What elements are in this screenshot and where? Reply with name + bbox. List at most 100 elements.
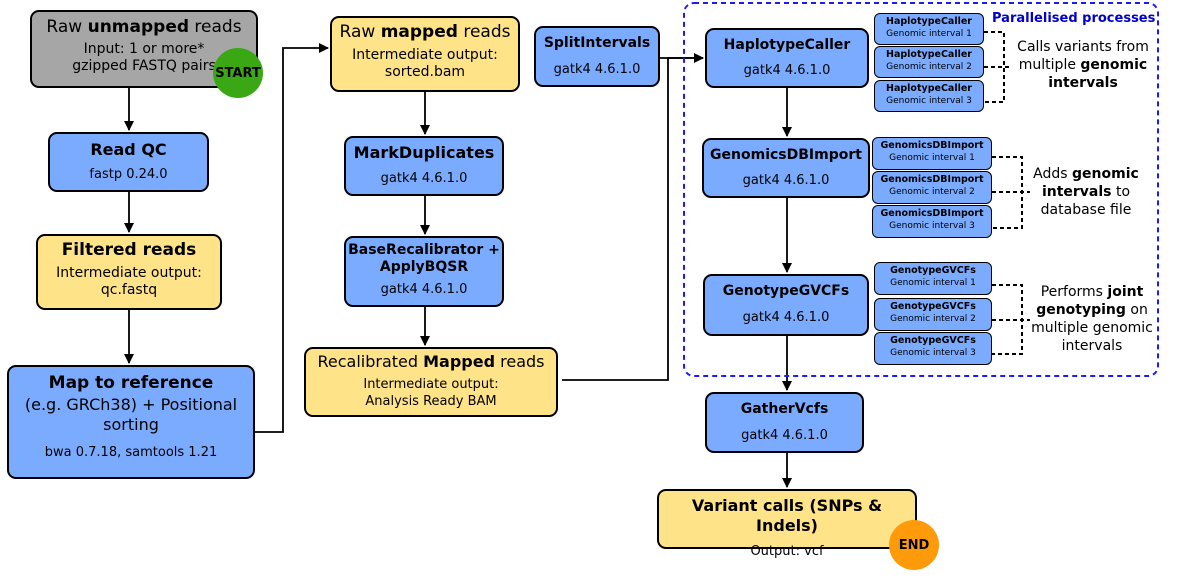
baserecalibrator-node: BaseRecalibrator + ApplyBQSR gatk4 4.6.1… bbox=[344, 236, 504, 307]
mini-title: GenomicsDBImport bbox=[880, 174, 984, 185]
markdup-tool: gatk4 4.6.1.0 bbox=[380, 171, 468, 186]
end-badge: END bbox=[889, 520, 939, 570]
mini-sub: Genomic interval 3 bbox=[886, 96, 972, 106]
raw-mapped-title-pre: Raw bbox=[339, 22, 381, 42]
gathervcfs-node: GatherVcfs gatk4 4.6.1.0 bbox=[705, 392, 864, 453]
note-line: multiple genomic bbox=[1031, 320, 1153, 336]
raw-mapped-title-bold: mapped bbox=[380, 22, 458, 42]
map-line1: (e.g. GRCh38) + Positional bbox=[24, 395, 238, 414]
note-text: Performs bbox=[1040, 284, 1108, 300]
genomicsdb-tool: gatk4 4.6.1.0 bbox=[742, 173, 830, 188]
end-label: END bbox=[898, 537, 930, 553]
filtered-line1: Intermediate output: bbox=[56, 265, 202, 281]
markduplicates-node: MarkDuplicates gatk4 4.6.1.0 bbox=[344, 136, 504, 196]
note-line: Calls variants from bbox=[1017, 39, 1149, 55]
baserecal-tool: gatk4 4.6.1.0 bbox=[380, 282, 468, 297]
mini-sub: Genomic interval 1 bbox=[889, 153, 975, 163]
raw-unmapped-title-bold: unmapped bbox=[87, 17, 190, 37]
start-badge: START bbox=[213, 48, 263, 98]
recal-title-pre: Recalibrated bbox=[317, 352, 424, 371]
genomicsdb-title: GenomicsDBImport bbox=[710, 147, 862, 163]
bracket-haplotype bbox=[984, 31, 1005, 103]
note-bold: genomic bbox=[1080, 57, 1148, 73]
haplotype-title: HaplotypeCaller bbox=[723, 37, 851, 53]
start-label: START bbox=[215, 65, 261, 81]
split-title: SplitIntervals bbox=[543, 35, 651, 51]
raw-unmapped-line1: Input: 1 or more* bbox=[83, 41, 205, 57]
genomicsdb-interval-3: GenomicsDBImport Genomic interval 3 bbox=[872, 205, 992, 238]
raw-mapped-line2: sorted.bam bbox=[384, 64, 466, 80]
genomicsdb-note: Adds genomic intervals to database file bbox=[1030, 165, 1142, 219]
mini-sub: Genomic interval 1 bbox=[886, 29, 972, 39]
note-bold: intervals bbox=[1041, 184, 1112, 200]
note-text: on bbox=[1125, 302, 1148, 318]
recal-line2: Analysis Ready BAM bbox=[365, 394, 497, 409]
parallel-group-border bbox=[683, 2, 1159, 377]
mini-sub: Genomic interval 3 bbox=[890, 348, 976, 358]
raw-mapped-reads-node: Raw mapped reads Intermediate output: so… bbox=[330, 16, 520, 92]
recal-title-bold: Mapped bbox=[423, 352, 496, 371]
genomicsdbimport-node: GenomicsDBImport gatk4 4.6.1.0 bbox=[702, 138, 870, 198]
arrow-map-to-rawmapped bbox=[255, 43, 329, 433]
mini-title: GenomicsDBImport bbox=[880, 140, 984, 151]
mini-sub: Genomic interval 2 bbox=[890, 314, 976, 324]
raw-mapped-line1: Intermediate output: bbox=[352, 47, 498, 63]
variant-line1: Output: vcf bbox=[750, 544, 824, 559]
filtered-title: Filtered reads bbox=[61, 240, 197, 260]
split-tool: gatk4 4.6.1.0 bbox=[553, 62, 641, 77]
read-qc-tool: fastp 0.24.0 bbox=[89, 167, 168, 182]
map-line2: sorting bbox=[103, 415, 159, 434]
parallel-group-label: Parallelised processes bbox=[992, 11, 1156, 26]
filtered-line2: qc.fastq bbox=[100, 282, 158, 298]
baserecal-title1: BaseRecalibrator + bbox=[348, 242, 500, 258]
genotype-interval-2: GenotypeGVCFs Genomic interval 2 bbox=[874, 298, 992, 331]
genotype-note: Performs joint genotyping on multiple ge… bbox=[1024, 283, 1160, 355]
filtered-reads-node: Filtered reads Intermediate output: qc.f… bbox=[36, 234, 222, 310]
map-title: Map to reference bbox=[48, 373, 214, 393]
read-qc-node: Read QC fastp 0.24.0 bbox=[48, 132, 209, 192]
note-bold: intervals bbox=[1048, 75, 1118, 91]
map-to-reference-node: Map to reference (e.g. GRCh38) + Positio… bbox=[7, 365, 255, 479]
haplotype-tool: gatk4 4.6.1.0 bbox=[743, 63, 831, 78]
mini-title: GenomicsDBImport bbox=[880, 208, 984, 219]
note-text: multiple bbox=[1018, 57, 1081, 73]
recal-title-post: reads bbox=[495, 352, 545, 371]
markdup-title: MarkDuplicates bbox=[353, 143, 495, 162]
genotype-title: GenotypeGVCFs bbox=[722, 283, 850, 299]
haplotype-interval-2: HaplotypeCaller Genomic interval 2 bbox=[874, 46, 984, 78]
genotype-interval-1: GenotypeGVCFs Genomic interval 1 bbox=[874, 262, 992, 295]
raw-unmapped-title-pre: Raw bbox=[46, 17, 88, 37]
note-bold: genotyping bbox=[1036, 302, 1126, 318]
genotype-interval-3: GenotypeGVCFs Genomic interval 3 bbox=[874, 332, 992, 365]
mini-sub: Genomic interval 2 bbox=[886, 62, 972, 72]
recalibrated-mapped-reads-node: Recalibrated Mapped reads Intermediate o… bbox=[304, 347, 558, 417]
note-bold: genomic bbox=[1072, 166, 1139, 182]
genotypegvcfs-node: GenotypeGVCFs gatk4 4.6.1.0 bbox=[703, 274, 869, 336]
mini-title: GenotypeGVCFs bbox=[890, 301, 976, 312]
gather-tool: gatk4 4.6.1.0 bbox=[741, 428, 828, 443]
arrow-recal-to-haplotype bbox=[562, 53, 704, 381]
genomicsdb-interval-1: GenomicsDBImport Genomic interval 1 bbox=[872, 137, 992, 170]
genomicsdb-interval-2: GenomicsDBImport Genomic interval 2 bbox=[872, 171, 992, 204]
note-line: intervals bbox=[1061, 338, 1123, 354]
raw-mapped-title-post: reads bbox=[457, 22, 511, 42]
mini-title: GenotypeGVCFs bbox=[890, 335, 976, 346]
haplotype-interval-1: HaplotypeCaller Genomic interval 1 bbox=[874, 13, 984, 45]
mini-sub: Genomic interval 3 bbox=[889, 221, 975, 231]
variant-title: Variant calls (SNPs & Indels) bbox=[691, 496, 883, 535]
mini-sub: Genomic interval 1 bbox=[890, 278, 976, 288]
note-line: database file bbox=[1040, 202, 1132, 218]
note-bold: joint bbox=[1107, 284, 1144, 300]
genotype-tool: gatk4 4.6.1.0 bbox=[742, 310, 830, 325]
map-tool: bwa 0.7.18, samtools 1.21 bbox=[44, 445, 218, 460]
recal-line1: Intermediate output: bbox=[363, 377, 499, 392]
haplotype-interval-3: HaplotypeCaller Genomic interval 3 bbox=[874, 80, 984, 112]
mini-title: HaplotypeCaller bbox=[886, 16, 972, 27]
haplotype-note: Calls variants from multiple genomic int… bbox=[1012, 38, 1154, 92]
gather-title: GatherVcfs bbox=[740, 401, 829, 417]
mini-title: HaplotypeCaller bbox=[886, 49, 972, 60]
variant-calls-node: Variant calls (SNPs & Indels) Output: vc… bbox=[657, 489, 917, 559]
baserecal-title2: ApplyBQSR bbox=[379, 259, 469, 275]
raw-unmapped-title-post: reads bbox=[189, 17, 242, 37]
